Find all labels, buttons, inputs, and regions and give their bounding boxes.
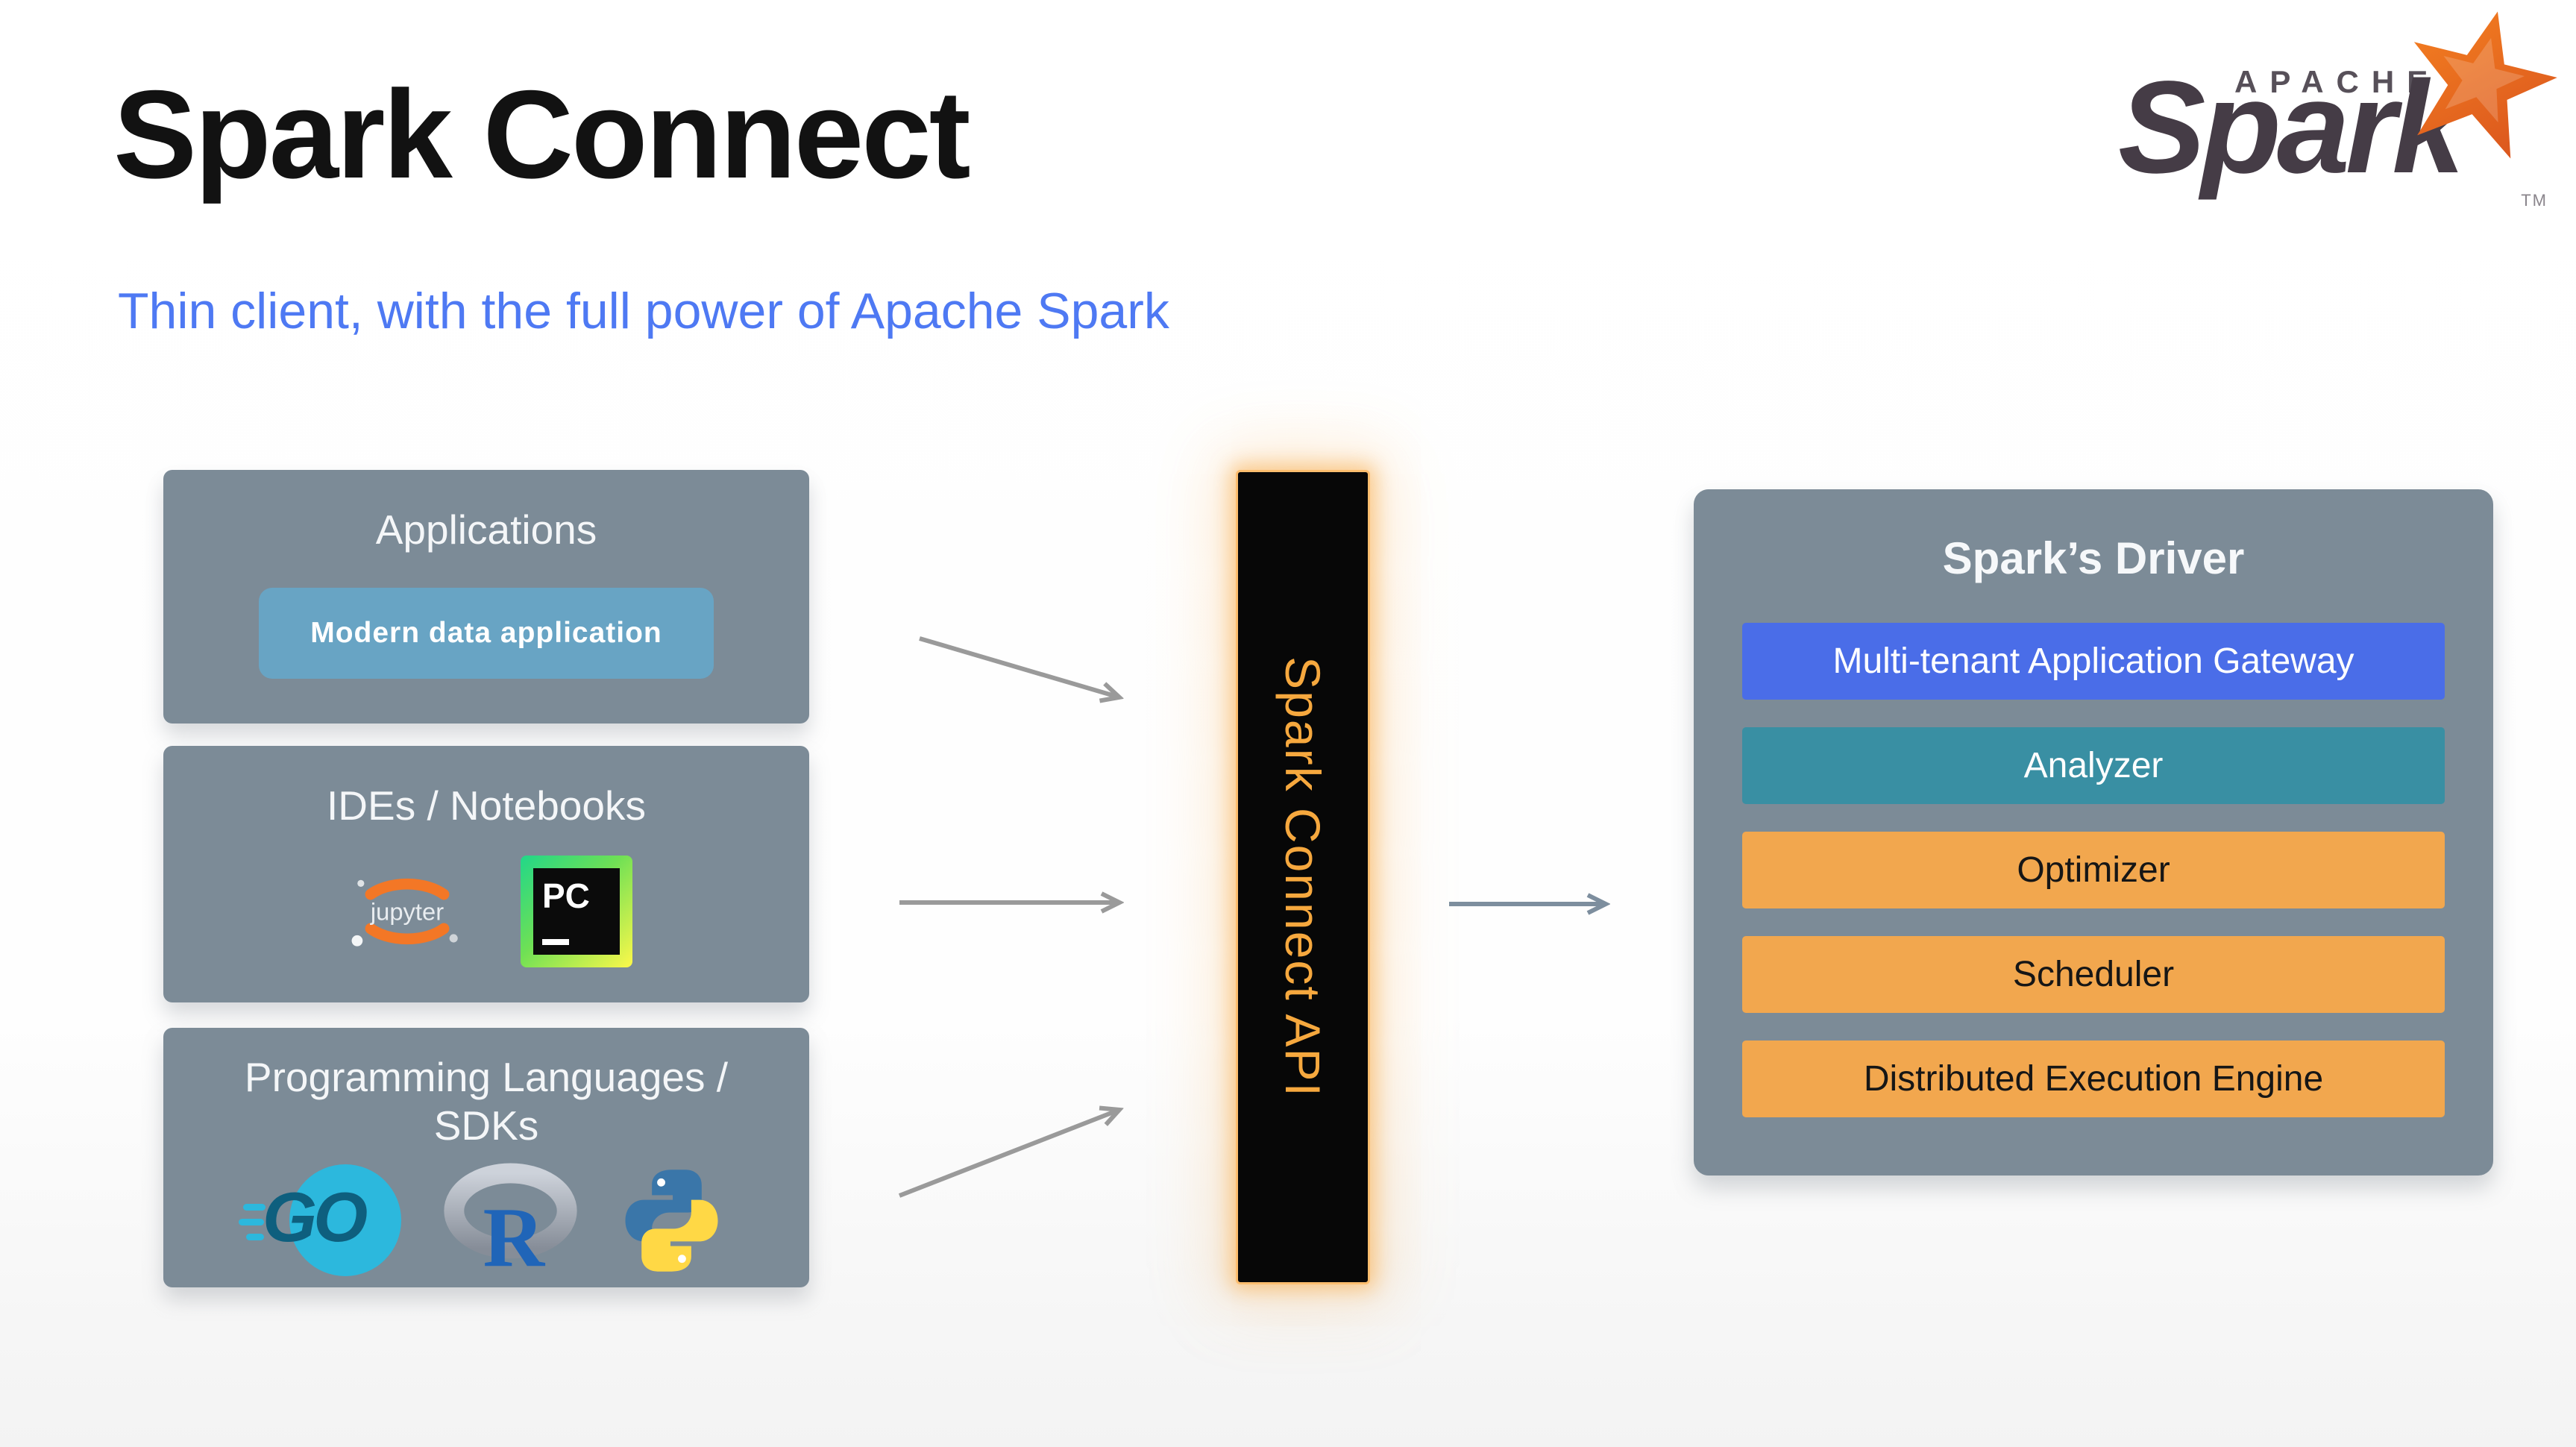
- jupyter-label: jupyter: [370, 897, 444, 925]
- languages-sdks-title: Programming Languages / SDKs: [163, 1053, 809, 1150]
- r-icon: R: [444, 1163, 577, 1280]
- arrow-applications-to-api: [919, 636, 1117, 697]
- apache-spark-logo: APACHE Spark TM: [2117, 10, 2557, 242]
- optimizer-row: Optimizer: [1742, 832, 2445, 908]
- pycharm-icon: PC: [521, 856, 632, 967]
- spark-driver-box: Spark’s Driver Multi-tenant Application …: [1694, 489, 2493, 1176]
- spark-star-icon: [2413, 11, 2557, 159]
- applications-box: Applications Modern data application: [163, 470, 809, 724]
- r-label: R: [483, 1190, 546, 1280]
- go-icon: GO: [239, 1161, 407, 1280]
- gateway-row: Multi-tenant Application Gateway: [1742, 623, 2445, 700]
- pycharm-label: PC: [542, 876, 590, 915]
- spark-connect-api-bar: Spark Connect API: [1236, 470, 1370, 1284]
- ides-icon-row: jupyter PC: [163, 849, 809, 974]
- execution-engine-row: Distributed Execution Engine: [1742, 1040, 2445, 1117]
- pycharm-underscore: [542, 939, 569, 945]
- analyzer-row: Analyzer: [1742, 727, 2445, 804]
- go-label: GO: [263, 1178, 368, 1256]
- python-icon: [625, 1169, 718, 1272]
- jupyter-icon: jupyter: [351, 878, 458, 947]
- driver-rows: Multi-tenant Application Gateway Analyze…: [1742, 623, 2445, 1145]
- spark-wordmark: Spark: [2118, 54, 2465, 201]
- ides-notebooks-box: IDEs / Notebooks jupyter PC: [163, 746, 809, 1002]
- trademark-label: TM: [2521, 191, 2548, 210]
- apache-label: APACHE: [2234, 64, 2441, 99]
- subtitle: Thin client, with the full power of Apac…: [118, 283, 1169, 339]
- languages-title-line2: SDKs: [433, 1102, 539, 1149]
- languages-icon-row: GO R: [163, 1161, 809, 1280]
- arrow-languages-to-api: [898, 1111, 1117, 1198]
- scheduler-row: Scheduler: [1742, 936, 2445, 1013]
- applications-title: Applications: [375, 506, 597, 553]
- languages-title-line1: Programming Languages /: [244, 1054, 729, 1100]
- modern-data-application-chip: Modern data application: [259, 588, 714, 679]
- languages-sdks-box: Programming Languages / SDKs GO R: [163, 1028, 809, 1287]
- page-title: Spark Connect: [113, 64, 971, 204]
- spark-driver-title: Spark’s Driver: [1942, 533, 2245, 583]
- spark-connect-api-label: Spark Connect API: [1275, 656, 1331, 1098]
- ides-notebooks-title: IDEs / Notebooks: [327, 782, 646, 829]
